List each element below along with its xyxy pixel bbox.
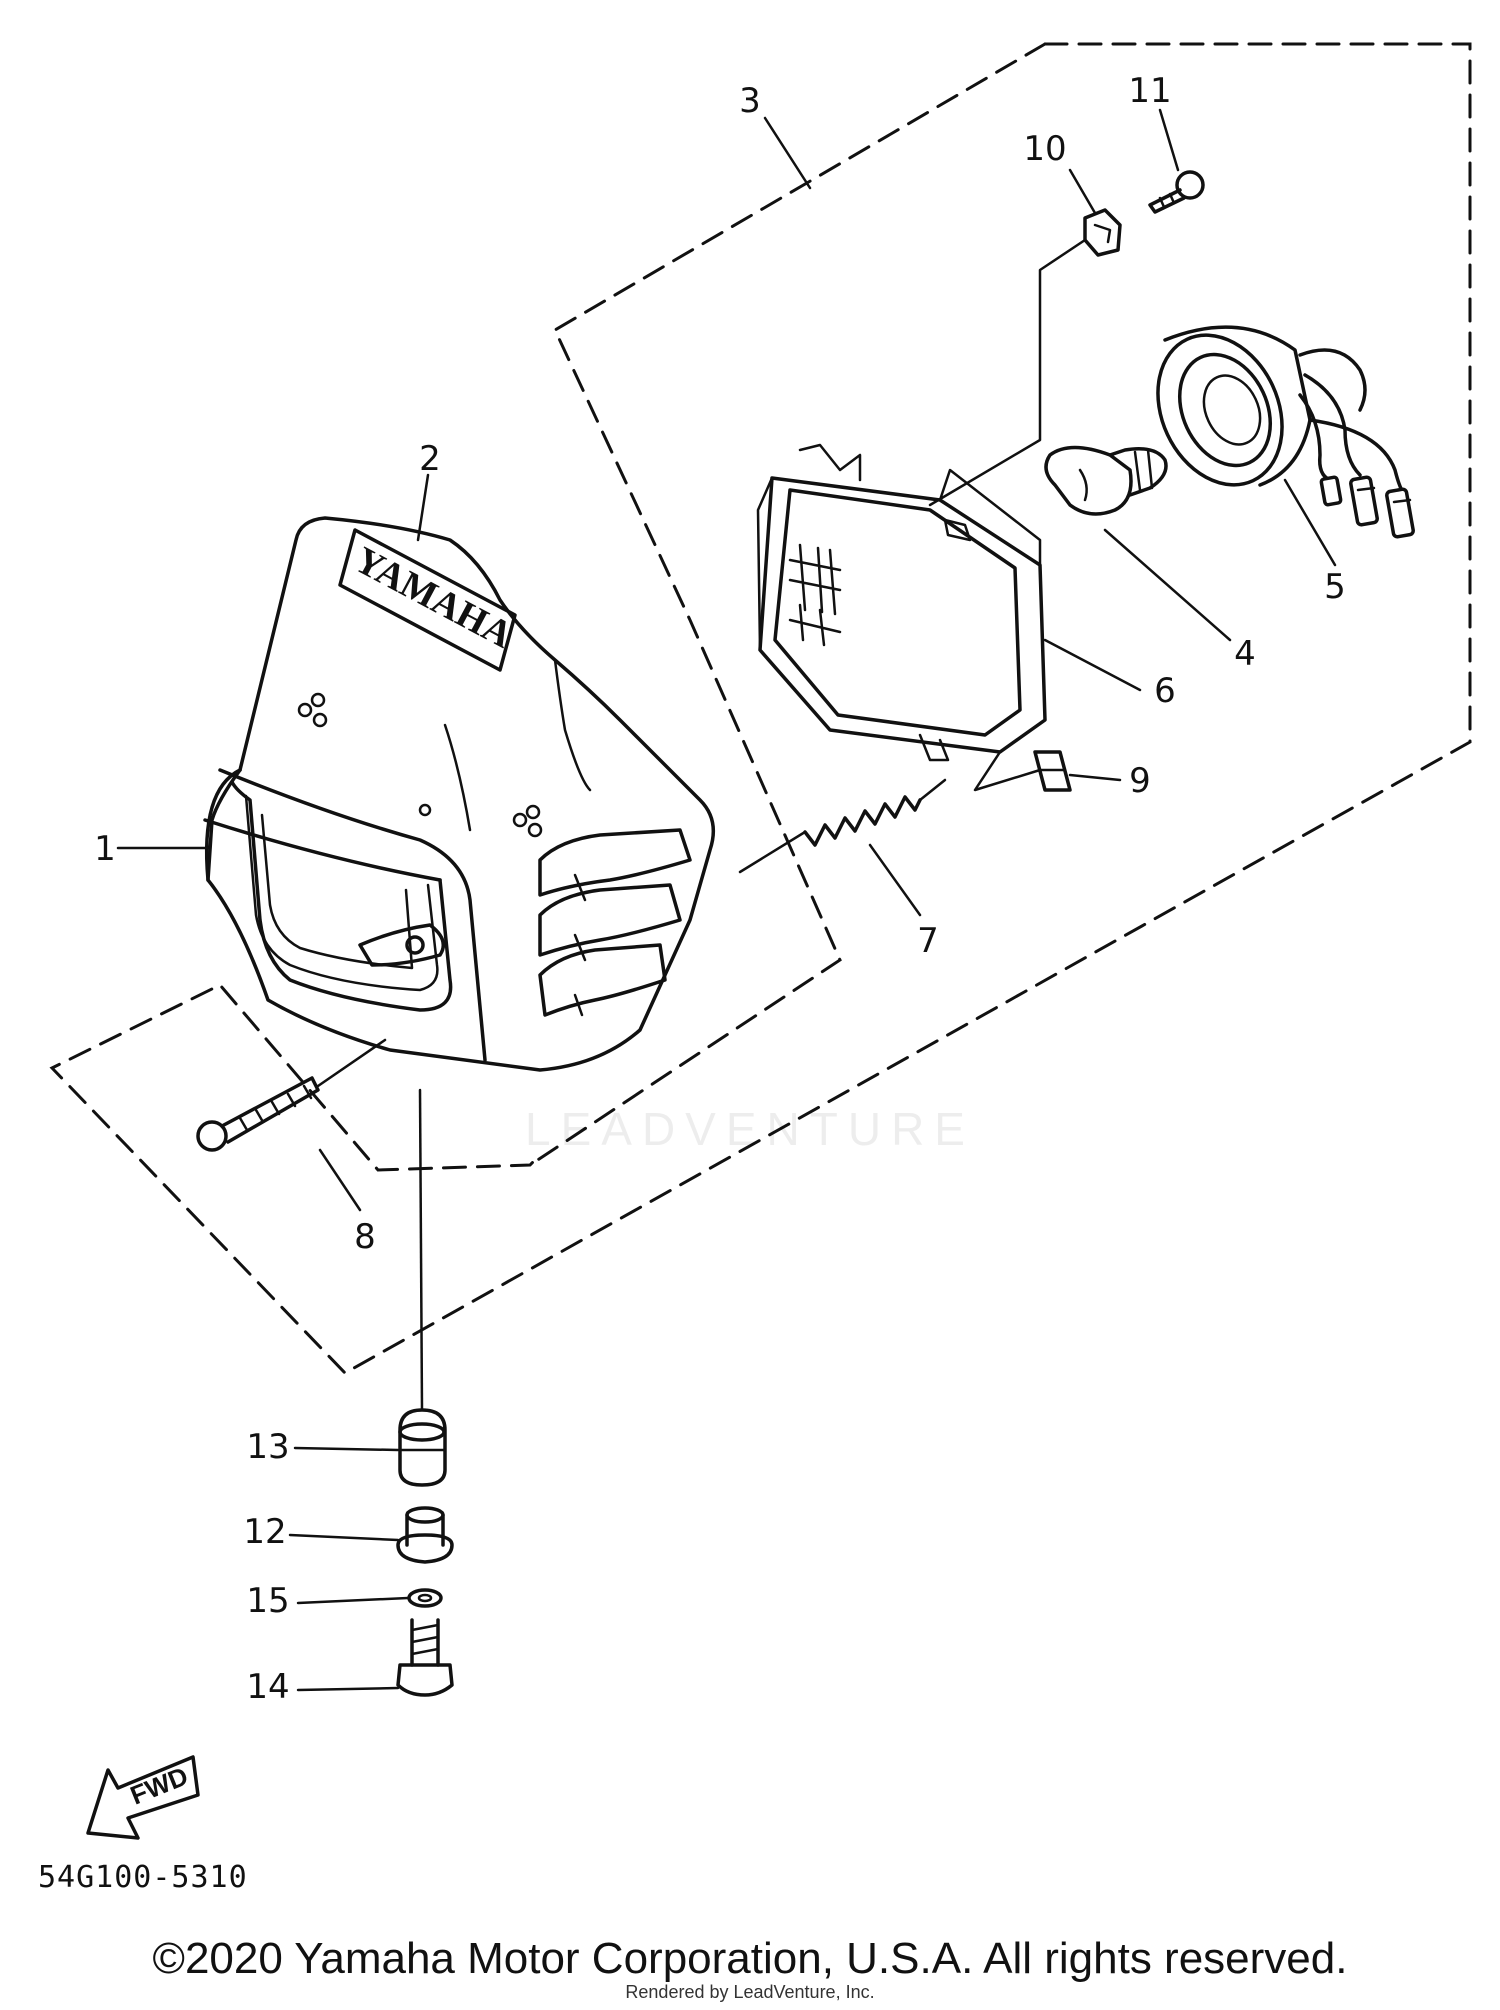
clip-nut [928,208,1122,507]
copyright-notice: ©2020 Yamaha Motor Corporation, U.S.A. A… [152,1934,1348,1983]
assembly-boundary [49,42,1472,1375]
yamaha-decal: YAMAHA [338,528,520,672]
fwd-arrow-text: FWD [126,1761,192,1811]
callout-3: 3 [739,81,761,121]
callout-9: 9 [1129,761,1151,801]
callout-5: 5 [1324,567,1346,607]
headlight-cowl [203,516,716,1072]
mount-hardware [396,1088,454,1697]
fwd-arrow: FWD [86,1755,200,1840]
socket-boot [1156,325,1415,539]
callout-2: 2 [419,439,441,479]
callout-10: 10 [1023,129,1066,169]
bulb [1044,445,1168,516]
callout-labels: 1 2 3 4 5 6 7 8 9 10 11 12 13 14 15 [94,71,1346,1707]
callout-14: 14 [246,1667,289,1707]
callout-6: 6 [1154,671,1176,711]
callout-11: 11 [1128,71,1171,111]
yamaha-decal-text: YAMAHA [348,539,520,657]
small-screw [1148,170,1205,214]
headlight-unit [756,443,1047,762]
callout-8: 8 [354,1217,376,1257]
diagram-code: 54G100-5310 [38,1860,248,1895]
leader-lines [116,108,1337,1692]
callout-13: 13 [246,1427,289,1467]
callout-1: 1 [94,829,116,869]
watermark: LEADVENTURE [525,1103,975,1155]
long-screw [196,1038,387,1152]
adjusting-spring [738,778,947,874]
callout-12: 12 [243,1512,286,1552]
nut-clip [973,750,1072,792]
callout-4: 4 [1234,634,1256,674]
rendered-by-note: Rendered by LeadVenture, Inc. [625,1982,875,2002]
callout-15: 15 [246,1581,289,1621]
callout-7: 7 [917,921,939,961]
